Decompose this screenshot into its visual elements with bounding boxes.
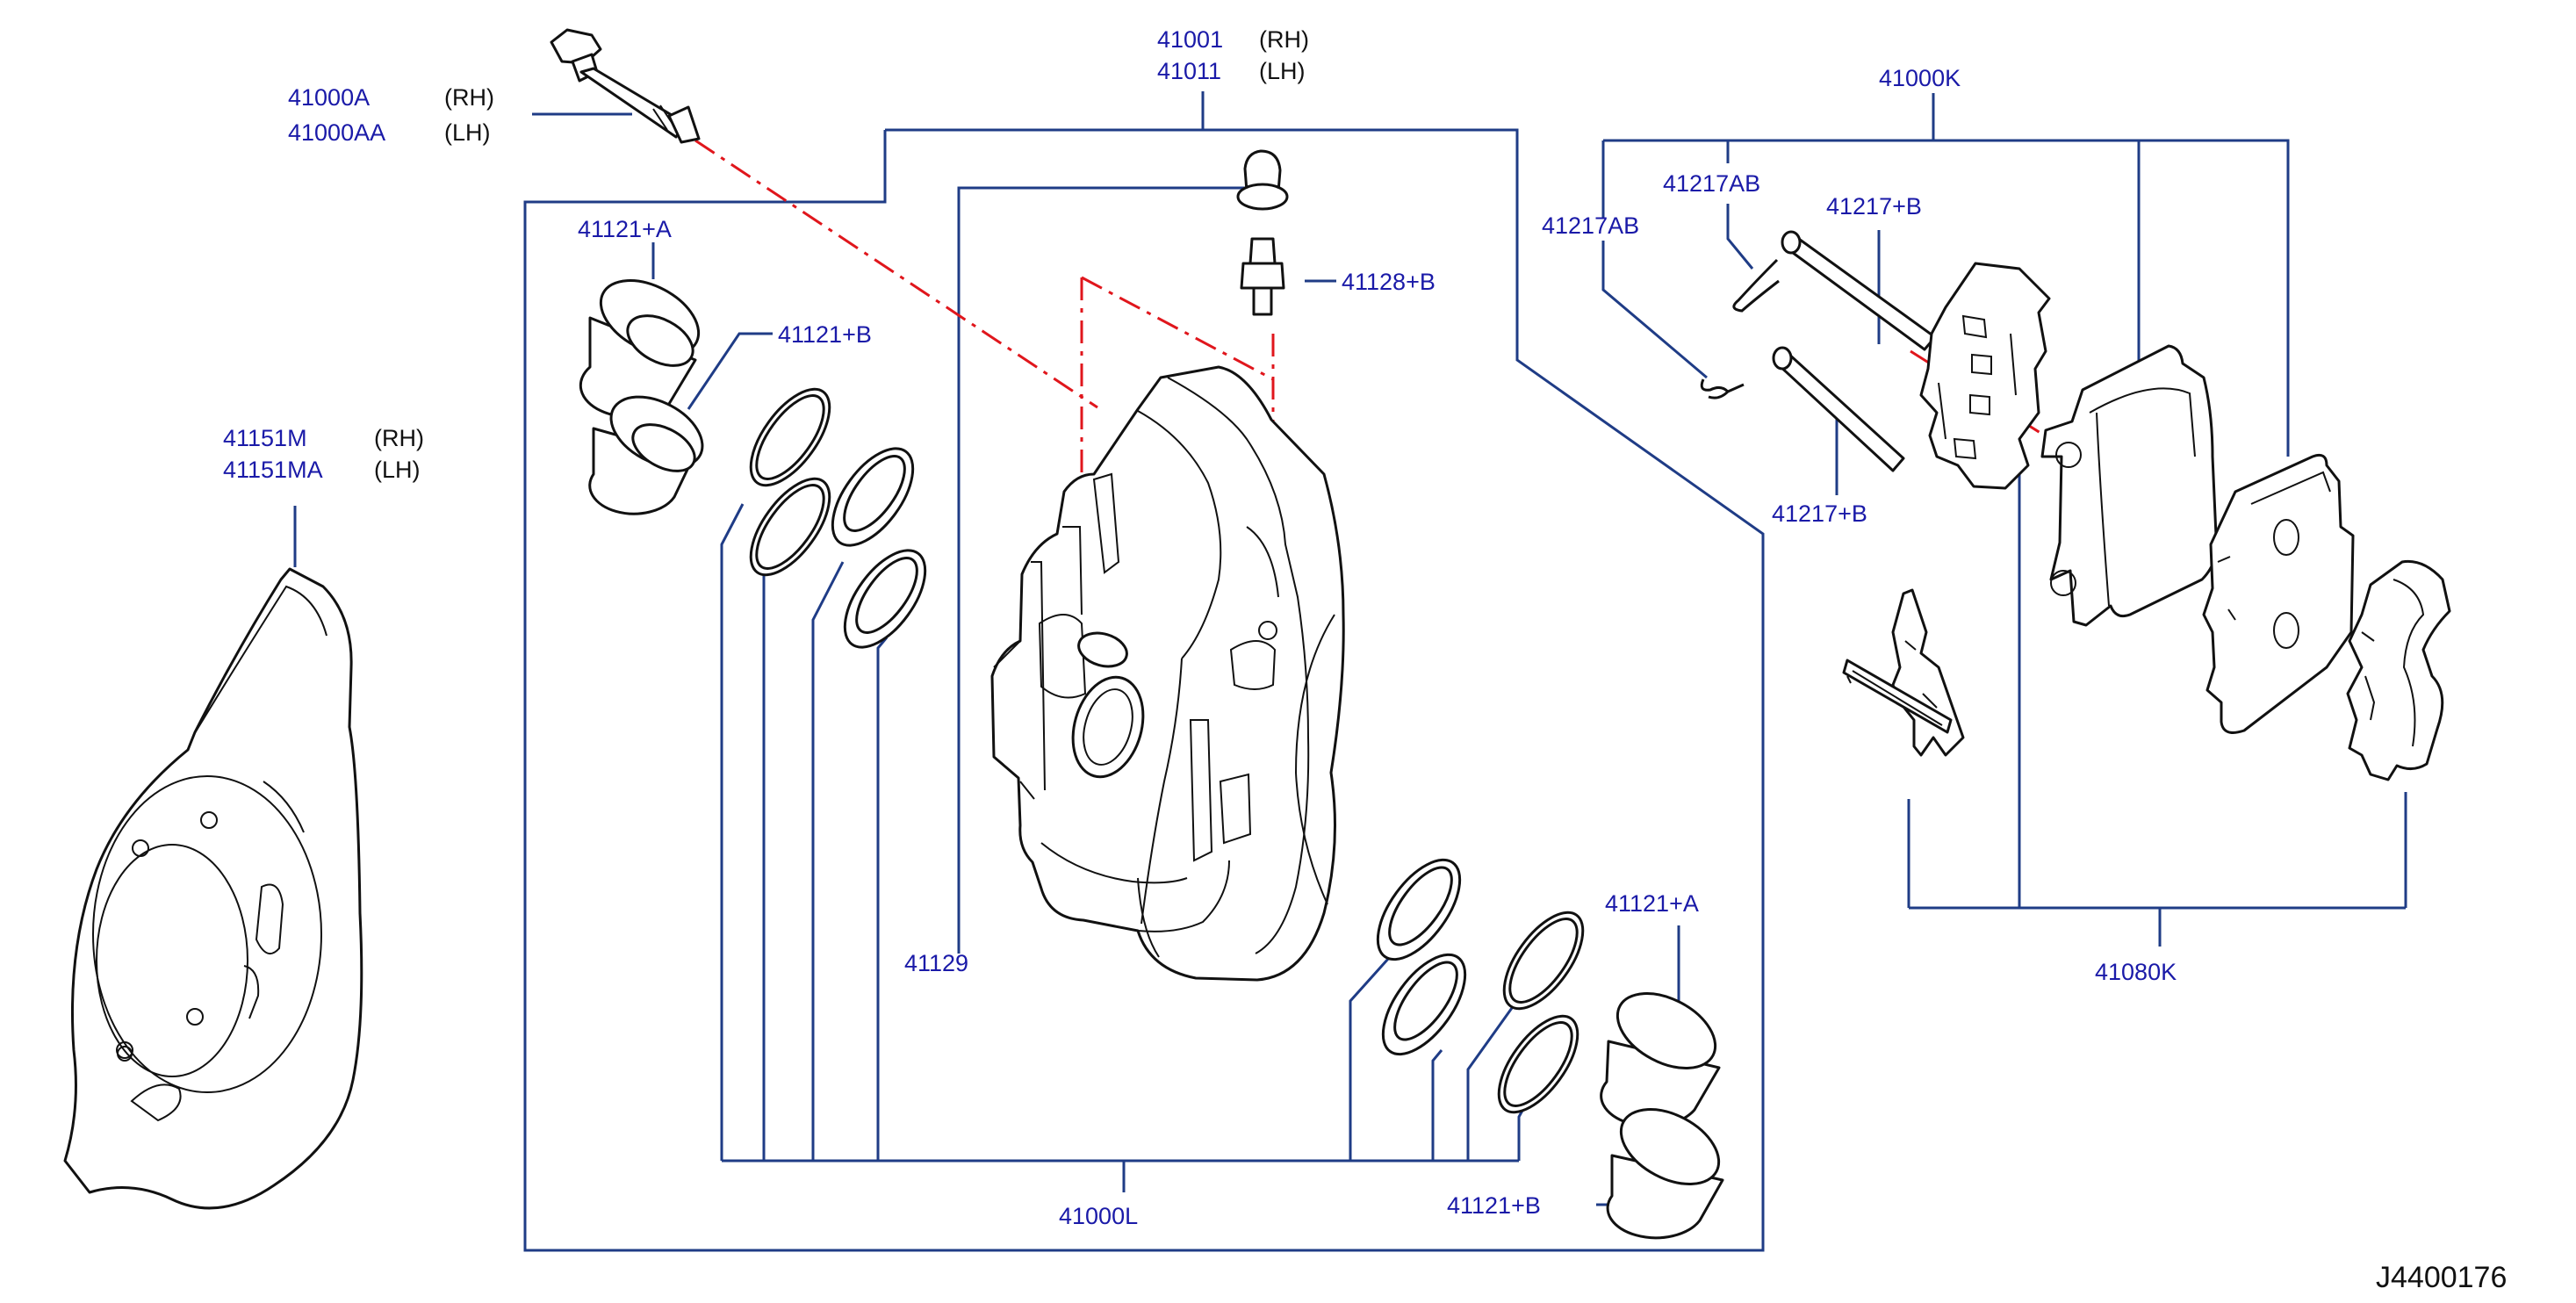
label-41000AA: 41000AA bbox=[288, 119, 385, 146]
brake-pad-outer bbox=[2040, 344, 2219, 627]
part-number-labels: 41001 (RH) 41011 (LH) 41000A (RH) 41000A… bbox=[223, 26, 2507, 1294]
caliper-mounting-bolt bbox=[550, 28, 701, 144]
label-41121A-bottom: 41121+A bbox=[1605, 890, 1699, 917]
label-41121B-top: 41121+B bbox=[778, 321, 872, 348]
label-41129: 41129 bbox=[904, 950, 968, 976]
label-41217AB-right: 41217AB bbox=[1663, 170, 1760, 197]
label-41011-lh: (LH) bbox=[1259, 58, 1306, 84]
pad-retaining-pins bbox=[1772, 230, 1937, 472]
label-41128B: 41128+B bbox=[1342, 269, 1436, 295]
label-41217AB-left: 41217AB bbox=[1542, 212, 1639, 239]
bleeder-screw-and-cap bbox=[1236, 149, 1289, 316]
label-41217B-top: 41217+B bbox=[1826, 193, 1922, 220]
label-41011: 41011 bbox=[1157, 58, 1221, 84]
label-41000AA-lh: (LH) bbox=[444, 119, 491, 146]
label-41151MA: 41151MA bbox=[223, 457, 323, 483]
brake-caliper-body bbox=[990, 365, 1345, 982]
piston-seals-upper bbox=[749, 387, 927, 649]
leader-lines bbox=[293, 91, 2407, 1252]
label-41001-rh: (RH) bbox=[1259, 26, 1309, 53]
label-41000K: 41000K bbox=[1879, 65, 1961, 91]
dust-shield-backing-plate bbox=[63, 567, 363, 1210]
pad-shim-inner bbox=[2346, 559, 2451, 781]
piston-seals-lower bbox=[1376, 858, 1585, 1114]
pistons-lower-right bbox=[1600, 992, 1724, 1240]
label-41000L: 41000L bbox=[1059, 1203, 1138, 1229]
label-41151MA-lh: (LH) bbox=[374, 457, 421, 483]
retaining-clips bbox=[1700, 258, 1780, 400]
pad-shim bbox=[1919, 262, 2051, 490]
anti-rattle-spring bbox=[1842, 588, 1965, 757]
label-41217B-bottom: 41217+B bbox=[1772, 500, 1867, 527]
label-41121B-bottom: 41121+B bbox=[1447, 1192, 1541, 1219]
diagram-code: J4400176 bbox=[2376, 1261, 2507, 1294]
label-41000A-rh: (RH) bbox=[444, 84, 494, 111]
label-41080K: 41080K bbox=[2095, 959, 2177, 985]
label-41151M: 41151M bbox=[223, 425, 307, 451]
label-41121A-top: 41121+A bbox=[578, 216, 672, 242]
label-41001: 41001 bbox=[1157, 26, 1223, 53]
label-41000A: 41000A bbox=[288, 84, 370, 111]
brake-pad-inner bbox=[2202, 453, 2355, 734]
label-41151M-rh: (RH) bbox=[374, 425, 424, 451]
pistons-upper-left bbox=[579, 279, 704, 515]
